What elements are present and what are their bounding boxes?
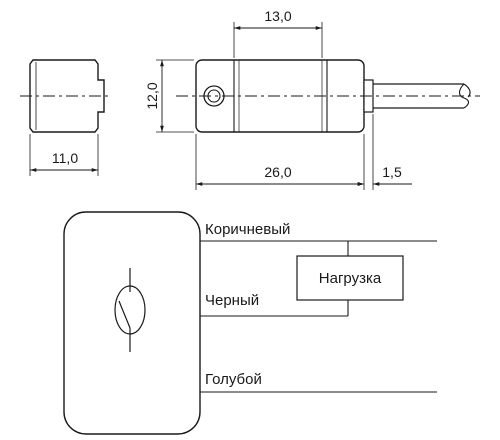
load-box <box>296 255 404 301</box>
side-width-dimension: 11,0 <box>52 150 78 166</box>
side-view: 11,0 <box>20 59 112 176</box>
sensor-schematic-body <box>63 211 201 435</box>
cable-offset-dimension: 1,5 <box>382 164 402 180</box>
cable-break-right <box>463 83 471 98</box>
brown-wire-label: Коричневый <box>205 221 290 238</box>
side-view-outline <box>29 59 105 133</box>
cable-break-left <box>458 83 470 109</box>
reed-contact-blade <box>118 300 131 329</box>
load-label: Нагрузка <box>319 270 382 287</box>
top-length-dimension: 13,0 <box>264 8 291 24</box>
height-dimension: 12,0 <box>144 82 160 109</box>
black-wire-label: Черный <box>205 292 259 309</box>
main-view: 13,0 12,0 26,0 1,5 <box>144 8 480 190</box>
blue-wire-label: Голубой <box>205 371 262 388</box>
wiring-diagram: Коричневый Черный Голубой Нагрузка <box>63 211 437 435</box>
total-length-dimension: 26,0 <box>264 164 291 180</box>
